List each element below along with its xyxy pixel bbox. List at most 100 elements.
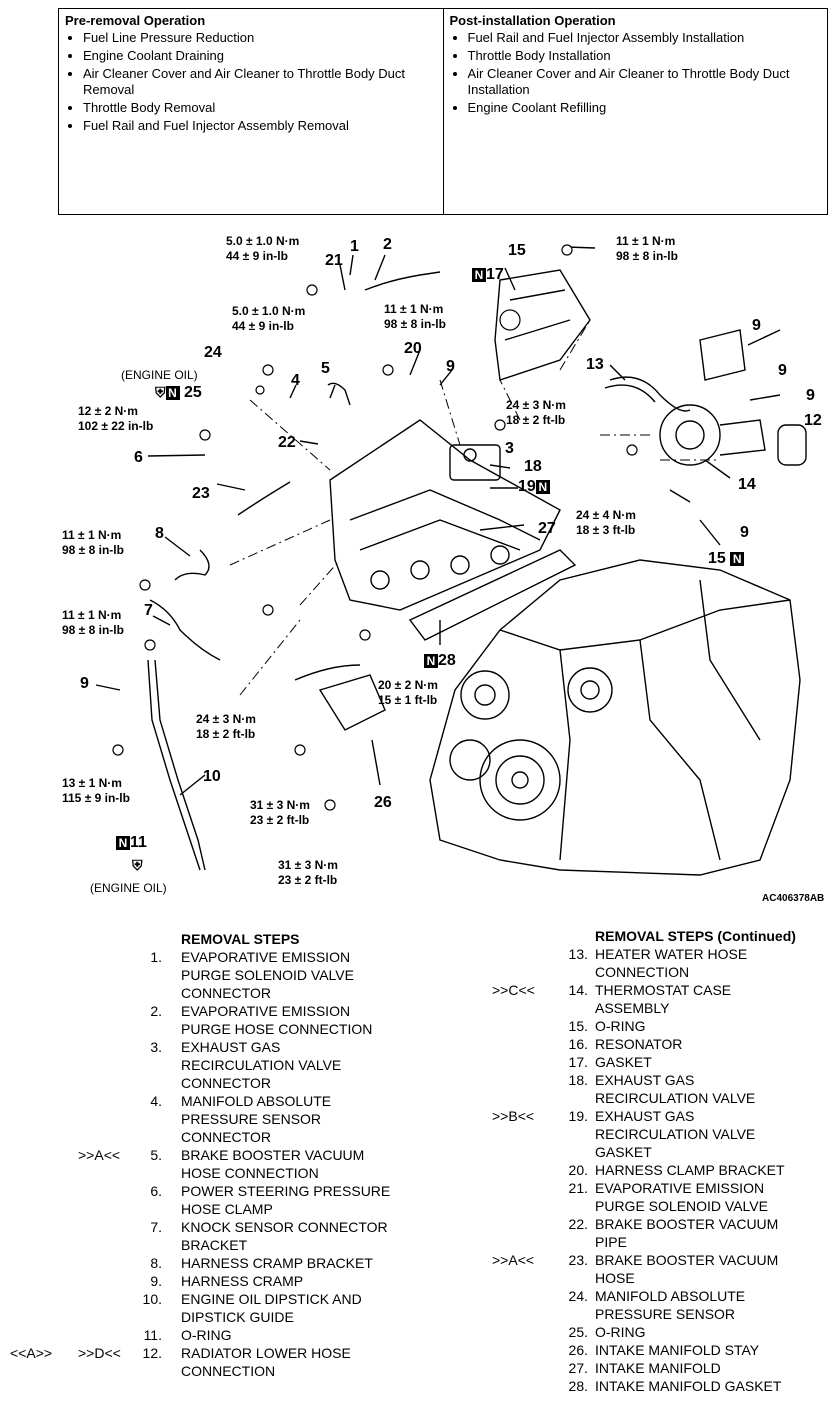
step-row: 11.O-RING <box>0 1326 420 1344</box>
step-row: >>A<<5.BRAKE BOOSTER VACUUM <box>0 1146 420 1164</box>
step-row: PURGE SOLENOID VALVE <box>0 966 420 984</box>
callout-number: 8 <box>155 525 164 542</box>
step-number: 17. <box>568 1054 588 1070</box>
callout-number: 23 <box>192 485 210 502</box>
step-row: 8.HARNESS CRAMP BRACKET <box>0 1254 420 1272</box>
step-row: RECIRCULATION VALVE <box>420 1125 838 1143</box>
step-row: 2.EVAPORATIVE EMISSION <box>0 1002 420 1020</box>
step-number: 28. <box>568 1378 588 1394</box>
step-text: O-RING <box>595 1324 646 1340</box>
callout-number: 9 <box>752 317 761 334</box>
step-text: HOSE CONNECTION <box>181 1165 319 1181</box>
step-text: THERMOSTAT CASE <box>595 982 732 998</box>
new-part-mark: N <box>730 551 745 566</box>
step-text: MANIFOLD ABSOLUTE <box>181 1093 332 1109</box>
step-number: 26. <box>568 1342 588 1358</box>
step-text: BRAKE BOOSTER VACUUM <box>181 1147 365 1163</box>
step-row: 24.MANIFOLD ABSOLUTE <box>420 1287 838 1305</box>
step-text: INTAKE MANIFOLD GASKET <box>595 1378 782 1394</box>
callout-number: 10 <box>203 768 221 785</box>
operations-table: Pre-removal Operation Fuel Line Pressure… <box>58 8 828 215</box>
step-text: CONNECTOR <box>181 1075 271 1091</box>
step-number: 21. <box>568 1180 588 1196</box>
step-row: >>B<<19.EXHAUST GAS <box>420 1107 838 1125</box>
callout-25-new: ⛨N 25 <box>155 384 202 401</box>
step-number: 27. <box>568 1360 588 1376</box>
step-row: 9. HARNESS CRAMP <box>0 1272 420 1290</box>
step-row: 28. INTAKE MANIFOLD GASKET <box>420 1377 838 1395</box>
step-number: 23. <box>568 1252 588 1268</box>
step-text: HARNESS CRAMP <box>181 1273 304 1289</box>
callout-number: 9 <box>80 675 89 692</box>
step-row: CONNECTION <box>420 963 838 981</box>
step-row: 17. GASKET <box>420 1053 838 1071</box>
step-row: 20.HARNESS CLAMP BRACKET <box>420 1161 838 1179</box>
callout-number: 9 <box>806 387 815 404</box>
step-text: EXHAUST GAS <box>595 1072 695 1088</box>
step-number: 6. <box>150 1183 162 1199</box>
step-number: 25. <box>568 1324 588 1340</box>
removal-steps-continued-heading: REMOVAL STEPS (Continued) <box>595 928 796 944</box>
post-installation-item: Fuel Rail and Fuel Injector Assembly Ins… <box>468 30 822 46</box>
step-text: BRAKE BOOSTER VACUUM <box>595 1252 779 1268</box>
step-text: HOSE <box>595 1270 635 1286</box>
callout-number: 13 <box>586 356 604 373</box>
step-row: CONNECTOR <box>0 1128 420 1146</box>
callout-number: 20 <box>404 340 422 357</box>
step-number: 18. <box>568 1072 588 1088</box>
pre-removal-item: Engine Coolant Draining <box>83 48 437 64</box>
step-row: 3.EXHAUST GAS <box>0 1038 420 1056</box>
step-text: PRESSURE SENSOR <box>595 1306 736 1322</box>
step-text: HEATER WATER HOSE <box>595 946 748 962</box>
step-number: 10. <box>142 1291 162 1307</box>
step-row: BRACKET <box>0 1236 420 1254</box>
callout-15-new: 15 N <box>708 550 745 568</box>
callout-number: 9 <box>446 358 455 375</box>
removal-steps-right: REMOVAL STEPS (Continued) 13.HEATER WATE… <box>420 927 838 1395</box>
step-text: RESONATOR <box>595 1036 683 1052</box>
engine-drawing <box>95 244 807 876</box>
step-text: ASSEMBLY <box>595 1000 670 1016</box>
step-text: CONNECTION <box>181 1363 276 1379</box>
figure-code: AC406378AB <box>762 893 825 904</box>
step-marker: >>D<< <box>78 1345 121 1361</box>
step-number: 5. <box>150 1147 162 1163</box>
callout-number: 1 <box>350 238 359 255</box>
callout-number: 15 <box>508 242 526 259</box>
callout-number: 22 <box>278 434 296 451</box>
step-row: RECIRCULATION VALVE <box>420 1089 838 1107</box>
pre-removal-item: Fuel Line Pressure Reduction <box>83 30 437 46</box>
step-row: PRESSURE SENSOR <box>420 1305 838 1323</box>
step-text: INTAKE MANIFOLD <box>595 1360 721 1376</box>
callout-number: 9 <box>740 524 749 541</box>
step-row: 25. O-RING <box>420 1323 838 1341</box>
oil-can-icon: ⛨ <box>155 384 166 400</box>
step-number: 7. <box>150 1219 162 1235</box>
engine-oil-note: (ENGINE OIL) <box>121 368 198 382</box>
step-row: PURGE SOLENOID VALVE <box>420 1197 838 1215</box>
step-number: 9. <box>150 1273 162 1289</box>
step-row: 6.POWER STEERING PRESSURE <box>0 1182 420 1200</box>
step-text: HOSE CLAMP <box>181 1201 273 1217</box>
step-row: 1.EVAPORATIVE EMISSION <box>0 948 420 966</box>
new-part-mark: N <box>116 835 130 850</box>
step-text: BRAKE BOOSTER VACUUM <box>595 1216 779 1232</box>
step-text: GASKET <box>595 1054 652 1070</box>
step-number: 19. <box>568 1108 588 1124</box>
post-installation-item: Engine Coolant Refilling <box>468 100 822 116</box>
post-installation-item: Throttle Body Installation <box>468 48 822 64</box>
step-number: 2. <box>150 1003 162 1019</box>
new-part-mark: N <box>535 479 550 494</box>
pre-removal-item: Fuel Rail and Fuel Injector Assembly Rem… <box>83 118 437 134</box>
callout-number: 12 <box>804 412 822 429</box>
new-part-mark: N <box>472 267 486 282</box>
step-number: 1. <box>150 949 162 965</box>
